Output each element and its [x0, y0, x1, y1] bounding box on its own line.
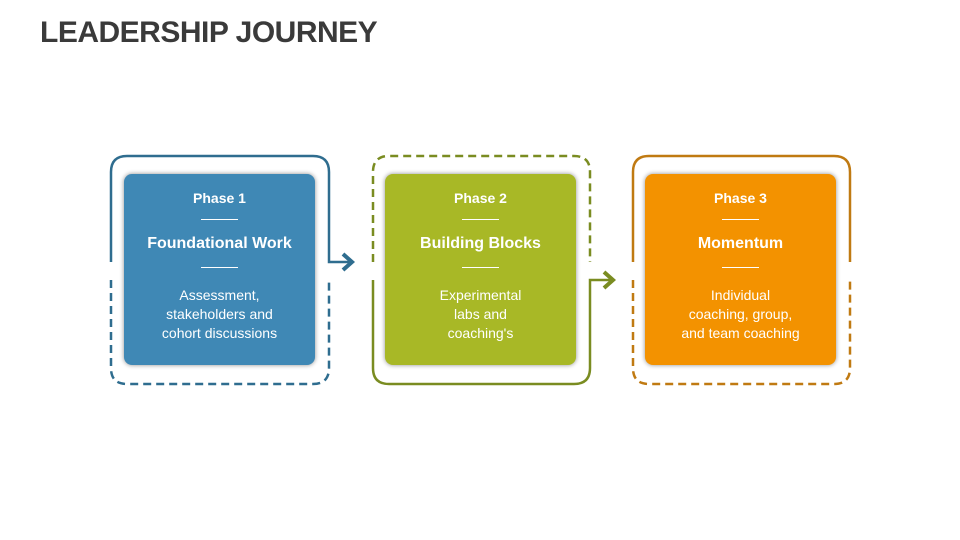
phase-card-1: Phase 1 Foundational Work Assessment, st…: [124, 174, 315, 365]
desc-line: Individual: [710, 287, 771, 303]
divider: [201, 267, 238, 268]
frame-1-solid: [109, 154, 352, 264]
phase-title: Foundational Work: [147, 235, 292, 252]
phase-title: Momentum: [697, 235, 784, 252]
frame-2-solid: [371, 278, 613, 386]
desc-line: stakeholders and: [166, 306, 273, 322]
divider: [462, 219, 499, 220]
phase-card-2: Phase 2 Building Blocks Experimental lab…: [385, 174, 576, 365]
frame-3-solid: [631, 154, 852, 262]
desc-line: labs and: [454, 306, 507, 322]
desc-line: Experimental: [439, 287, 522, 303]
phase-description: Experimental labs and coaching's: [395, 286, 566, 343]
phase-card-3: Phase 3 Momentum Individual coaching, gr…: [645, 174, 836, 365]
desc-line: and team coaching: [681, 325, 800, 341]
divider: [722, 219, 759, 220]
divider: [722, 267, 759, 268]
frame-3-dashed: [631, 280, 852, 386]
frame-1-dashed: [109, 280, 331, 386]
arrow-2-icon: [602, 270, 617, 290]
desc-line: Assessment,: [179, 287, 260, 303]
arrow-1-icon: [341, 252, 356, 272]
phase-label: Phase 2: [454, 190, 507, 206]
divider: [201, 219, 238, 220]
phase-title: Building Blocks: [420, 235, 541, 252]
frame-2-dashed: [371, 154, 592, 262]
page-title: LEADERSHIP JOURNEY: [40, 16, 378, 49]
phase-description: Assessment, stakeholders and cohort disc…: [134, 286, 305, 343]
phase-label: Phase 3: [714, 190, 767, 206]
desc-line: coaching, group,: [688, 306, 793, 322]
desc-line: coaching's: [447, 325, 514, 341]
desc-line: cohort discussions: [161, 325, 278, 341]
phase-description: Individual coaching, group, and team coa…: [655, 286, 826, 343]
divider: [462, 267, 499, 268]
phase-label: Phase 1: [193, 190, 246, 206]
